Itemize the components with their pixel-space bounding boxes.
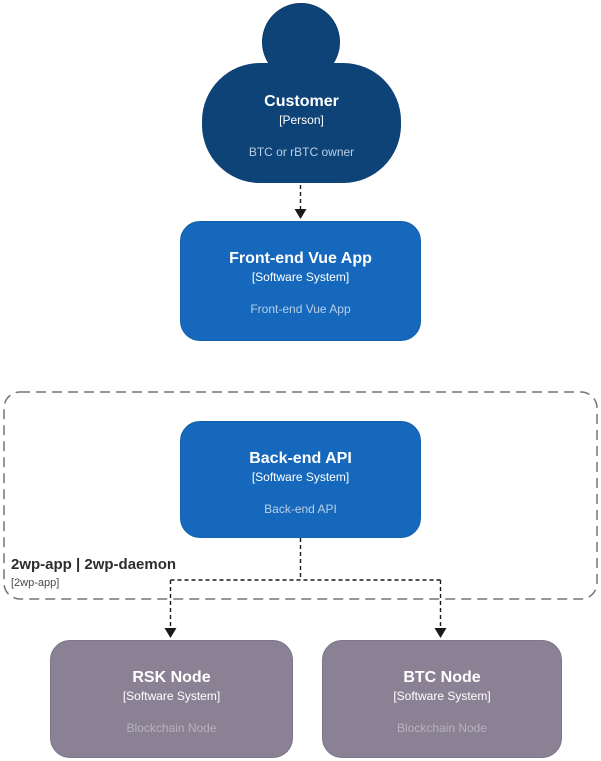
- arrowhead-rsk-icon: [164, 628, 177, 638]
- node-description: Blockchain Node: [396, 721, 488, 735]
- node-title: Back-end API: [249, 450, 352, 467]
- node-type: [Software System]: [251, 270, 350, 284]
- boundary-title: 2wp-app | 2wp-daemon: [11, 556, 177, 573]
- node-backend-api[interactable]: Back-end API [Software System] Back-end …: [180, 421, 421, 538]
- node-type: [Person]: [279, 113, 324, 127]
- node-title: Front-end Vue App: [229, 250, 372, 267]
- node-description: Front-end Vue App: [250, 302, 351, 316]
- edge-backend-nodes: [169, 538, 442, 628]
- arrowhead-btc-icon: [434, 628, 447, 638]
- node-description: Blockchain Node: [126, 721, 217, 735]
- boundary-subtitle: [2wp-app]: [11, 577, 60, 589]
- node-type: [Software System]: [393, 689, 491, 703]
- boundary-label: 2wp-app | 2wp-daemon [2wp-app]: [11, 556, 176, 590]
- node-btc[interactable]: BTC Node [Software System] Blockchain No…: [322, 640, 562, 758]
- arrowhead-frontend-icon: [294, 209, 307, 219]
- node-frontend-vue-app[interactable]: Front-end Vue App [Software System] Fron…: [180, 221, 421, 341]
- node-description: Back-end API: [264, 502, 337, 516]
- node-title: BTC Node: [403, 669, 481, 686]
- node-rsk[interactable]: RSK Node [Software System] Blockchain No…: [50, 640, 293, 758]
- node-type: [Software System]: [251, 470, 350, 484]
- person-body: Customer [Person] BTC or rBTC owner: [202, 63, 401, 183]
- node-type: [Software System]: [122, 689, 221, 703]
- node-title: RSK Node: [132, 669, 211, 686]
- node-title: Customer: [264, 93, 339, 110]
- node-description: BTC or rBTC owner: [248, 145, 355, 159]
